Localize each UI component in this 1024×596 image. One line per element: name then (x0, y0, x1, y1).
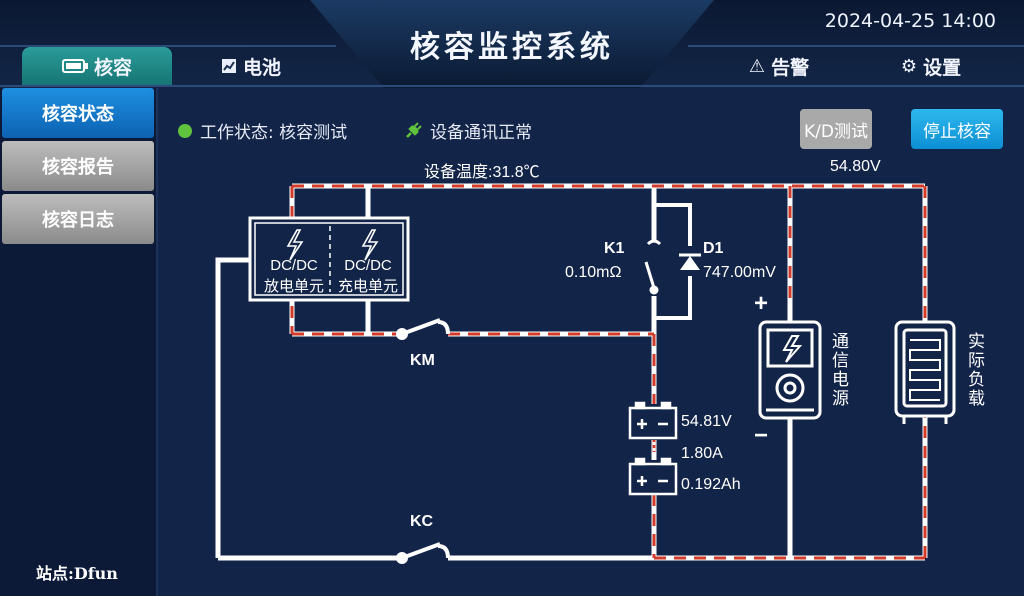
battery-capacity: 0.192Ah (681, 476, 741, 493)
gear-icon: ⚙ (900, 55, 918, 77)
d1-label: D1 (703, 240, 724, 257)
stop-capacity-button[interactable]: 停止核容 (911, 109, 1003, 149)
status-dot-icon (178, 123, 192, 138)
k1-label: K1 (604, 240, 625, 257)
tab-alarm[interactable]: ⚠ 告警 (724, 47, 834, 85)
sidebar-item-capacity-log[interactable]: 核容日志 (2, 194, 154, 244)
sidebar-item-label: 核容日志 (42, 210, 114, 231)
tab-capacity-label: 核容 (93, 56, 132, 79)
tab-settings[interactable]: ⚙ 设置 (876, 47, 986, 85)
dcdc-charge-line1: DC/DC (344, 257, 392, 274)
page-title: 核容监控系统 (410, 30, 614, 65)
d1-value: 747.00mV (703, 264, 776, 281)
dcdc-discharge-line1: DC/DC (270, 257, 318, 274)
km-switch (396, 318, 450, 340)
dcdc-units (248, 216, 410, 302)
tab-settings-label: 设置 (923, 56, 962, 79)
battery-icon (628, 401, 678, 496)
kc-label: KC (410, 513, 434, 530)
chart-icon (221, 59, 236, 73)
datetime: 2024-04-25 14:00 (824, 10, 996, 32)
dcdc-charge-line2: 充电单元 (337, 278, 398, 295)
comm-status: 设备通讯正常 (404, 118, 532, 143)
battery-current: 1.80A (681, 445, 723, 462)
device-temperature: 设备温度:31.8℃ (424, 164, 540, 181)
sidebar-item-label: 核容状态 (42, 104, 114, 125)
battery-icon (61, 59, 88, 73)
km-label: KM (410, 352, 435, 369)
comm-power-icon (758, 320, 822, 420)
work-status: 工作状态: 核容测试 (178, 118, 347, 143)
k1-value: 0.10mΩ (565, 264, 622, 281)
main-panel (158, 88, 1024, 596)
dcdc-discharge-line2: 放电单元 (263, 278, 324, 295)
battery-voltage: 54.81V (681, 413, 732, 430)
comm-power-minus: − (754, 422, 769, 449)
title-banner (0, 0, 1024, 88)
station-label: 站点:Dfun (36, 564, 118, 583)
kd-test-button[interactable]: K/D测试 (800, 109, 872, 149)
sidebar-item-capacity-report[interactable]: 核容报告 (2, 141, 154, 191)
warning-icon: ⚠ (748, 55, 766, 77)
load-label: 实际负载 (964, 332, 984, 408)
sidebar-item-label: 核容报告 (42, 157, 114, 178)
comm-power-label: 通信电源 (828, 332, 848, 408)
work-status-text: 工作状态: 核容测试 (200, 123, 348, 143)
tab-battery[interactable]: 电池 (196, 47, 306, 85)
tab-capacity[interactable]: 核容 (22, 47, 172, 85)
tab-alarm-label: 告警 (771, 56, 810, 79)
comm-status-text: 设备通讯正常 (430, 123, 532, 143)
bus-voltage: 54.80V (830, 158, 881, 175)
tab-battery-label: 电池 (242, 56, 281, 79)
sidebar-item-capacity-status[interactable]: 核容状态 (2, 88, 154, 138)
plug-icon (406, 121, 422, 138)
load-icon (894, 320, 956, 424)
comm-power-plus: + (754, 290, 769, 317)
d1-diode (679, 246, 701, 276)
kc-switch (396, 542, 450, 564)
k1-switch (640, 239, 668, 296)
